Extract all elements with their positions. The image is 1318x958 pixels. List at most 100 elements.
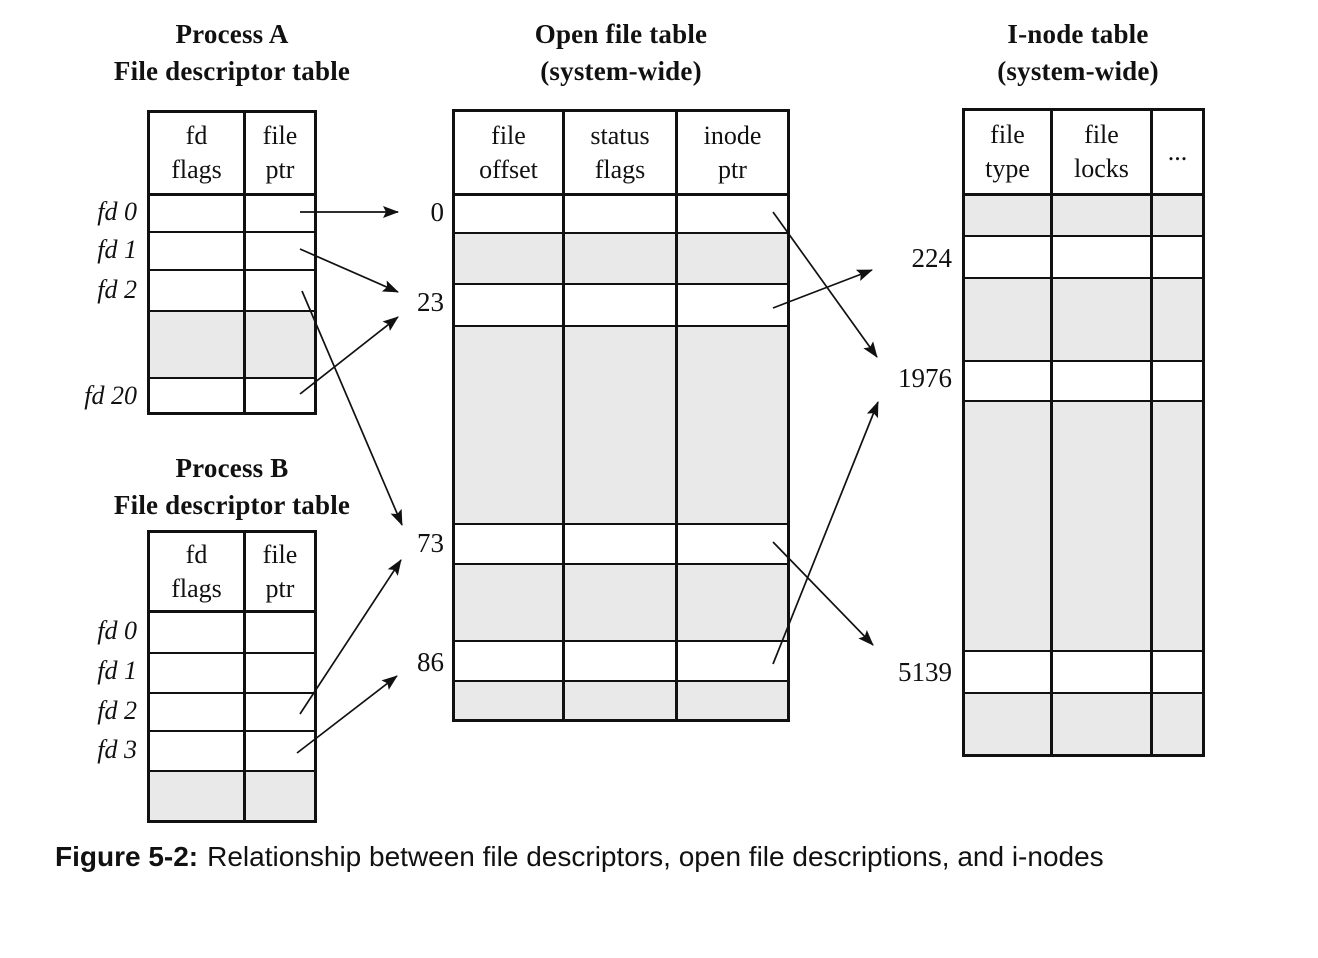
open-file-table-title: Open file table (system-wide)	[451, 16, 791, 90]
process-b-header-row: fd flags file ptr	[150, 533, 314, 610]
open-file-entry-86-label: 86	[417, 647, 444, 677]
file-type-cell	[965, 362, 1050, 400]
gap-cell	[150, 772, 243, 820]
status-flags-cell	[562, 285, 675, 325]
figure-caption-text: Relationship between file descriptors, o…	[207, 841, 1104, 872]
inode-table-title: I-node table (system-wide)	[908, 16, 1248, 90]
gap-cell	[965, 196, 1050, 235]
fd-flags-cell	[150, 613, 243, 652]
process-b-fd-table: fd flags file ptr	[147, 530, 317, 823]
process-a-row-fd2	[150, 269, 314, 310]
inode-row-1976	[965, 360, 1202, 400]
file-offset-cell	[455, 525, 562, 563]
gap-cell	[965, 402, 1050, 650]
file-locks-cell	[1050, 362, 1150, 400]
open-file-row-86	[455, 640, 787, 680]
header-ellipsis: ...	[1150, 111, 1202, 193]
header-file-type: file type	[985, 120, 1030, 183]
process-a-label-fd0: fd 0	[97, 197, 137, 226]
file-type-cell	[965, 237, 1050, 277]
status-flags-cell	[562, 196, 675, 232]
open-file-table-title-line2: (system-wide)	[540, 56, 702, 86]
file-ptr-cell	[243, 732, 314, 770]
figure-caption-label: Figure 5-2:	[55, 841, 199, 872]
open-file-gap-row	[455, 563, 787, 640]
fd-flags-cell	[150, 233, 243, 269]
process-a-label-fd20: fd 20	[84, 381, 137, 410]
process-b-title-line2: File descriptor table	[113, 490, 351, 520]
process-b-label-fd1: fd 1	[97, 656, 137, 685]
gap-cell	[1150, 694, 1202, 754]
header-status-flags: status flags	[562, 112, 675, 193]
open-file-entry-0-label: 0	[430, 197, 445, 227]
gap-cell	[1050, 402, 1150, 650]
open-file-row-23	[455, 283, 787, 325]
open-file-table-title-line1: Open file table	[534, 19, 708, 49]
process-b-label-fd2: fd 2	[97, 696, 137, 725]
file-ptr-cell	[243, 271, 314, 310]
open-file-entry-73-label: 73	[417, 528, 444, 558]
inode-header-row: file type file locks ...	[965, 111, 1202, 193]
process-b-title: Process B File descriptor table	[62, 450, 402, 524]
gap-cell	[562, 565, 675, 640]
header-fd-flags: fd flags	[171, 539, 222, 603]
status-flags-cell	[562, 642, 675, 680]
file-locks-cell	[1050, 237, 1150, 277]
open-file-gap-row	[455, 232, 787, 283]
inode-table: file type file locks ...	[962, 108, 1205, 757]
gap-cell	[562, 682, 675, 719]
fd-flags-cell	[150, 379, 243, 412]
etc-cell	[1150, 362, 1202, 400]
file-offset-cell	[455, 196, 562, 232]
inode-row-224	[965, 235, 1202, 277]
inode-table-title-line1: I-node table	[1007, 19, 1149, 49]
inode-gap-row	[965, 193, 1202, 235]
inode-ptr-cell	[675, 642, 787, 680]
open-file-row-0	[455, 193, 787, 232]
etc-cell	[1150, 652, 1202, 692]
header-file-offset: file offset	[479, 120, 538, 184]
status-flags-cell	[562, 525, 675, 563]
process-a-row-fd0	[150, 193, 314, 231]
header-fd-flags: fd flags	[171, 121, 222, 184]
inode-entry-224-label: 224	[911, 243, 953, 273]
open-file-gap-row	[455, 325, 787, 523]
gap-cell	[1050, 196, 1150, 235]
open-file-gap-row	[455, 680, 787, 719]
process-a-row-fd1	[150, 231, 314, 269]
process-b-row-fd0	[150, 610, 314, 652]
gap-cell	[150, 312, 243, 377]
inode-entry-1976-label: 1976	[898, 363, 952, 393]
inode-ptr-cell	[675, 285, 787, 325]
process-a-title: Process A File descriptor table	[62, 16, 402, 90]
process-b-row-fd2	[150, 692, 314, 730]
file-ptr-cell	[243, 654, 314, 692]
file-ptr-cell	[243, 379, 314, 412]
process-b-gap-row	[150, 770, 314, 820]
open-file-header-row: file offset status flags inode ptr	[455, 112, 787, 193]
header-inode-ptr: inode ptr	[675, 112, 787, 193]
gap-cell	[675, 327, 787, 523]
inode-entry-5139-label: 5139	[898, 657, 952, 687]
open-file-row-73	[455, 523, 787, 563]
gap-cell	[1150, 196, 1202, 235]
process-b-title-line1: Process B	[175, 453, 289, 483]
etc-cell	[1150, 237, 1202, 277]
inode-gap-row	[965, 277, 1202, 360]
open-file-entry-23-label: 23	[417, 287, 444, 317]
process-b-row-fd3	[150, 730, 314, 770]
gap-cell	[1150, 402, 1202, 650]
process-a-title-line2: File descriptor table	[113, 56, 351, 86]
inode-ptr-cell	[675, 525, 787, 563]
fd-flags-cell	[150, 271, 243, 310]
gap-cell	[455, 682, 562, 719]
file-ptr-cell	[243, 694, 314, 730]
gap-cell	[562, 234, 675, 283]
inode-table-title-line2: (system-wide)	[997, 56, 1159, 86]
open-file-table: file offset status flags inode ptr	[452, 109, 790, 722]
header-file-locks: file locks	[1050, 111, 1150, 193]
figure-caption: Figure 5-2: Relationship between file des…	[55, 840, 1265, 874]
gap-cell	[455, 565, 562, 640]
process-a-row-fd20	[150, 377, 314, 412]
